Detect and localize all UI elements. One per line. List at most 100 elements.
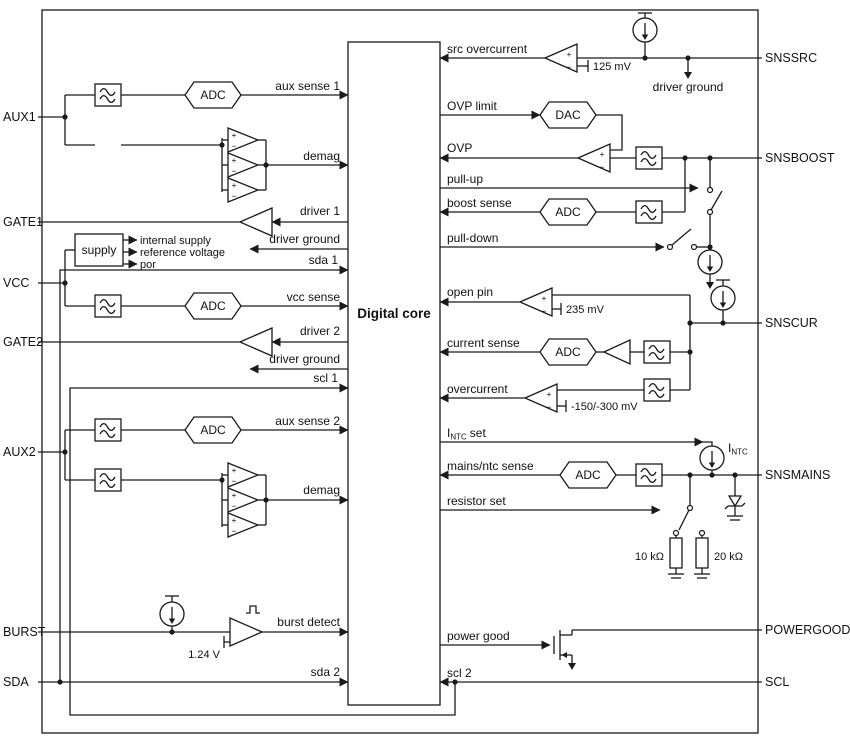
label-scl-2: scl 2 bbox=[447, 666, 472, 680]
pin-sda: SDA bbox=[3, 675, 29, 689]
label-ovp-limit: OVP limit bbox=[447, 99, 497, 113]
left-pins: AUX1 GATE1 VCC GATE2 AUX2 BURST SDA bbox=[3, 94, 349, 689]
burst-detector: 1.24 V burst detect sda 2 bbox=[159, 595, 349, 679]
filter-block bbox=[635, 463, 663, 487]
label-resistor-set: resistor set bbox=[447, 494, 506, 508]
aux1-sense-chain: ADC aux sense 1 bbox=[94, 79, 349, 109]
plus-sign: + bbox=[232, 515, 237, 525]
pin-gate2: GATE2 bbox=[3, 335, 43, 349]
pin-aux1: AUX1 bbox=[3, 110, 36, 124]
pin-snsmains: SNSMAINS bbox=[765, 468, 830, 482]
ground-arrow-icon bbox=[684, 72, 692, 79]
comparator-triangle bbox=[227, 512, 260, 538]
label-10k: 10 kΩ bbox=[635, 551, 664, 563]
label-mains-ntc-sense: mains/ntc sense bbox=[447, 459, 534, 473]
minus-sign: − bbox=[232, 526, 237, 536]
label-ref-ovc: -150/-300 mV bbox=[571, 401, 638, 413]
minus-sign: − bbox=[567, 62, 572, 72]
label-por: por bbox=[140, 259, 156, 271]
junction-dot bbox=[707, 244, 713, 250]
label-sda-1: sda 1 bbox=[309, 253, 339, 267]
label-pull-down: pull-down bbox=[447, 231, 498, 245]
comparator-triangle bbox=[227, 462, 260, 488]
current-source bbox=[697, 249, 723, 275]
label-demag-2: demag bbox=[303, 483, 340, 497]
label-scl-1: scl 1 bbox=[313, 371, 338, 385]
plus-sign: + bbox=[232, 130, 237, 140]
aux2-sense-chain: ADC aux sense 2 bbox=[94, 414, 349, 444]
current-source bbox=[710, 285, 736, 311]
right-pins: SNSSRC SNSBOOST SNSCUR SNSMAINS POWERGOO… bbox=[765, 51, 850, 689]
minus-sign: − bbox=[600, 162, 605, 172]
switch-lever bbox=[671, 228, 692, 246]
filter-block bbox=[94, 294, 122, 318]
label-pull-up: pull-up bbox=[447, 172, 483, 186]
filter-block bbox=[94, 83, 122, 107]
comparator-triangle bbox=[227, 152, 260, 178]
buffer-triangle bbox=[602, 338, 631, 366]
comparator-triangle bbox=[227, 487, 260, 513]
snscur-section: + − open pin 235 mV ADC current sense + … bbox=[439, 279, 762, 413]
label-demag-1: demag bbox=[303, 149, 340, 163]
plus-sign: + bbox=[542, 293, 547, 303]
junction-dot bbox=[62, 114, 68, 120]
label-aux-sense-2: aux sense 2 bbox=[275, 414, 340, 428]
filter-block bbox=[635, 146, 663, 170]
label-power-good: power good bbox=[447, 629, 510, 643]
switch-terminal bbox=[666, 243, 674, 251]
label-driver-2: driver 2 bbox=[300, 324, 340, 338]
junction-dot bbox=[62, 280, 68, 286]
snssrc-section: + − 125 mV src overcurrent driver ground bbox=[439, 12, 762, 94]
label-internal-supply: internal supply bbox=[140, 235, 211, 247]
pin-gate1: GATE1 bbox=[3, 215, 43, 229]
plus-sign: + bbox=[232, 180, 237, 190]
supply-block bbox=[74, 233, 124, 267]
comparator-triangle bbox=[227, 127, 260, 153]
aux1-demag-comparators: + − + − + − demag bbox=[121, 127, 349, 203]
zener-wing bbox=[741, 502, 746, 507]
gate1-driver: driver 1 driver ground sda 1 bbox=[57, 204, 349, 685]
pin-scl: SCL bbox=[765, 675, 789, 689]
resistor-20k bbox=[695, 537, 709, 569]
label-vcc-sense: vcc sense bbox=[287, 290, 341, 304]
supply-label: supply bbox=[82, 243, 117, 257]
ground-arrow-icon bbox=[706, 282, 714, 289]
label-ref-1v24: 1.24 V bbox=[188, 649, 220, 661]
switch-lever bbox=[710, 190, 723, 211]
label-driver-1: driver 1 bbox=[300, 204, 340, 218]
adc-label: ADC bbox=[555, 205, 581, 219]
wire-sda1 bbox=[59, 265, 349, 682]
pin-snssrc: SNSSRC bbox=[765, 51, 817, 65]
junction-dot bbox=[219, 142, 225, 148]
switch-lever bbox=[678, 509, 690, 531]
label-ref-125mv: 125 mV bbox=[593, 61, 632, 73]
driver-triangle bbox=[238, 327, 273, 357]
driver-triangle bbox=[238, 207, 273, 237]
resistor-10k bbox=[669, 537, 683, 569]
current-source bbox=[699, 445, 725, 471]
junction-dot bbox=[720, 320, 726, 326]
plus-sign: + bbox=[567, 49, 572, 59]
plus-sign: + bbox=[600, 149, 605, 159]
label-overcurrent: overcurrent bbox=[447, 382, 508, 396]
plus-sign: + bbox=[547, 389, 552, 399]
aux2-demag-comparators: + − + − + − demag bbox=[94, 462, 349, 538]
supply-section: supply internal supply reference voltage… bbox=[74, 233, 225, 271]
label-sda-2: sda 2 bbox=[311, 665, 341, 679]
gate2-driver: driver 2 driver ground scl 1 bbox=[69, 324, 456, 716]
pin-aux2: AUX2 bbox=[3, 445, 36, 459]
switch-terminal bbox=[706, 208, 714, 216]
label-current-sense: current sense bbox=[447, 336, 520, 350]
comparator-triangle bbox=[523, 383, 558, 413]
label-reference-voltage: reference voltage bbox=[140, 247, 225, 259]
switch-terminal bbox=[706, 186, 714, 194]
junction-dot bbox=[642, 55, 648, 61]
plus-sign: + bbox=[232, 465, 237, 475]
powergood-section: power good bbox=[440, 629, 762, 670]
digital-core: Digital core bbox=[347, 41, 441, 706]
scl-section: scl 2 bbox=[439, 666, 762, 687]
junction-dot bbox=[687, 320, 693, 326]
junction-dot bbox=[62, 449, 68, 455]
switch-terminal bbox=[698, 529, 706, 537]
